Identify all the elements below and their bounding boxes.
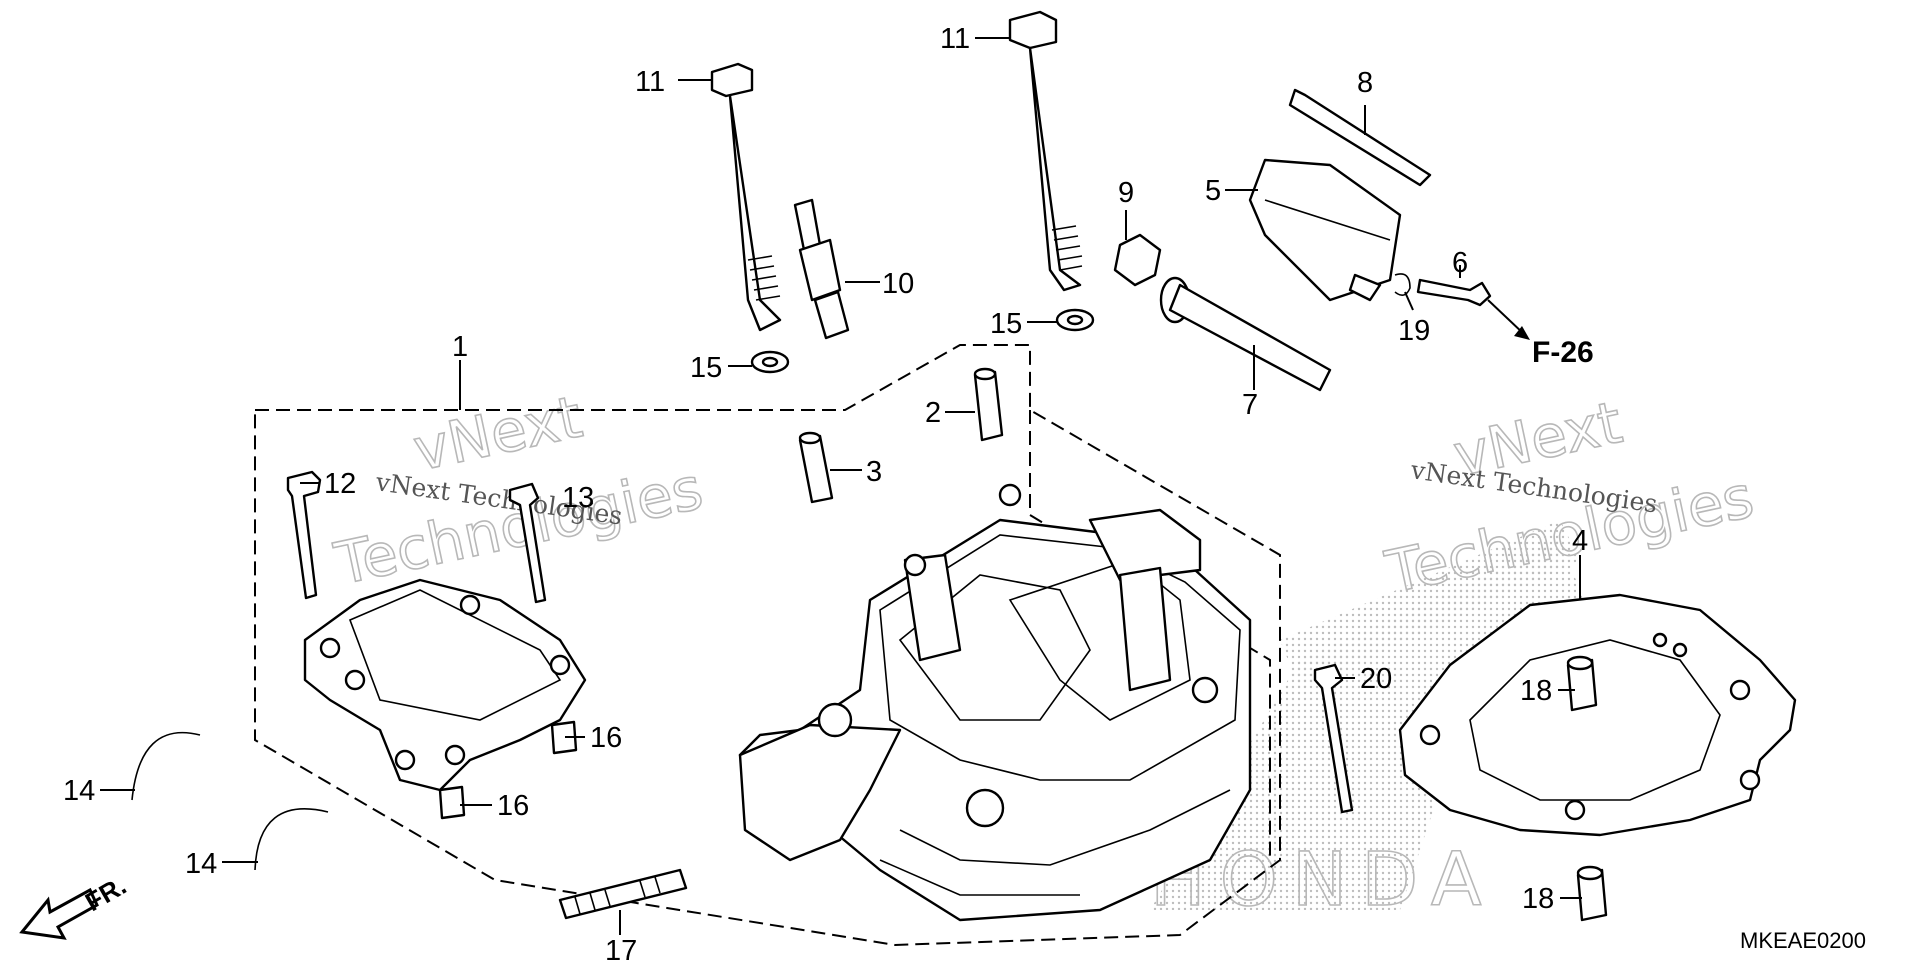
reference-label[interactable]: F-26: [1532, 336, 1594, 369]
diagram-code: MKEAE0200: [1740, 928, 1866, 953]
seal-14-upper: [131, 731, 201, 801]
callout-9: 9: [1118, 177, 1134, 209]
spark-plug: [793, 198, 850, 340]
callout-8: 8: [1357, 67, 1373, 99]
assembly-outline-1: [254, 344, 1281, 947]
dowel-18-upper-top: [1566, 655, 1594, 671]
dowel-3: [798, 434, 834, 504]
callout-16-upper: 16: [590, 722, 622, 754]
reference-arrow-head: [1514, 326, 1530, 340]
callout-17: 17: [605, 935, 637, 960]
shaft-7: [1159, 276, 1332, 392]
callout-14-upper: 14: [63, 775, 95, 807]
callout-18-upper: 18: [1520, 675, 1552, 707]
pin-8: [1288, 88, 1432, 187]
callout-7: 7: [1242, 389, 1258, 421]
bolt-11-left: [710, 62, 782, 332]
callout-6: 6: [1452, 247, 1468, 279]
dowel-18-lower-top: [1576, 865, 1604, 881]
callout-3: 3: [866, 456, 882, 488]
callout-15-left: 15: [690, 352, 722, 384]
callout-5: 5: [1205, 175, 1221, 207]
dowel-2-top: [973, 367, 997, 381]
callout-11-left: 11: [635, 66, 665, 98]
seal-14-lower: [254, 808, 329, 871]
dowel-16-upper: [550, 720, 578, 755]
callout-10: 10: [882, 268, 914, 300]
front-indicator: FR.: [19, 870, 131, 940]
watermark-brand-line1: vNext: [408, 383, 588, 485]
callout-19: 19: [1398, 315, 1430, 347]
reference-arrow: [1487, 299, 1526, 336]
washer-15-left-hole: [761, 356, 779, 368]
bolt-11-right: [1008, 10, 1083, 292]
leader-lines: [100, 37, 1582, 935]
callout-13: 13: [562, 482, 594, 514]
rocker-arm-holder: [303, 578, 587, 792]
callout-12: 12: [324, 468, 356, 500]
head-gasket-4: [1398, 593, 1797, 837]
front-arrow-icon: [19, 887, 99, 940]
callout-18-lower: 18: [1522, 883, 1554, 915]
callout-4: 4: [1572, 525, 1588, 557]
stud-17: [558, 868, 688, 920]
washer-15-right-hole: [1066, 314, 1084, 326]
callout-20: 20: [1360, 663, 1392, 695]
callout-16-lower: 16: [497, 790, 529, 822]
cylinder-head: [738, 483, 1252, 922]
bolt-6: [1416, 278, 1492, 307]
dowel-16-lower: [438, 785, 466, 820]
callout-1: 1: [452, 331, 468, 363]
bolt-20: [1313, 663, 1354, 814]
clip-9: [1113, 233, 1162, 287]
stud-17-thread: [574, 876, 661, 915]
callout-2: 2: [925, 397, 941, 429]
bolt-13: [508, 482, 547, 604]
bolt-12: [286, 470, 322, 600]
assembly-outline-inner: [1029, 410, 1271, 860]
clip-19: [1394, 273, 1411, 296]
cam-holder-5: [1248, 158, 1402, 302]
callout-11-right: 11: [940, 23, 970, 55]
brand-watermark-left: vNext Technologies: [328, 382, 709, 599]
dowel-3-top: [798, 431, 822, 445]
callout-15-right: 15: [990, 308, 1022, 340]
dowel-2: [973, 370, 1004, 442]
callout-14-lower: 14: [185, 848, 217, 880]
